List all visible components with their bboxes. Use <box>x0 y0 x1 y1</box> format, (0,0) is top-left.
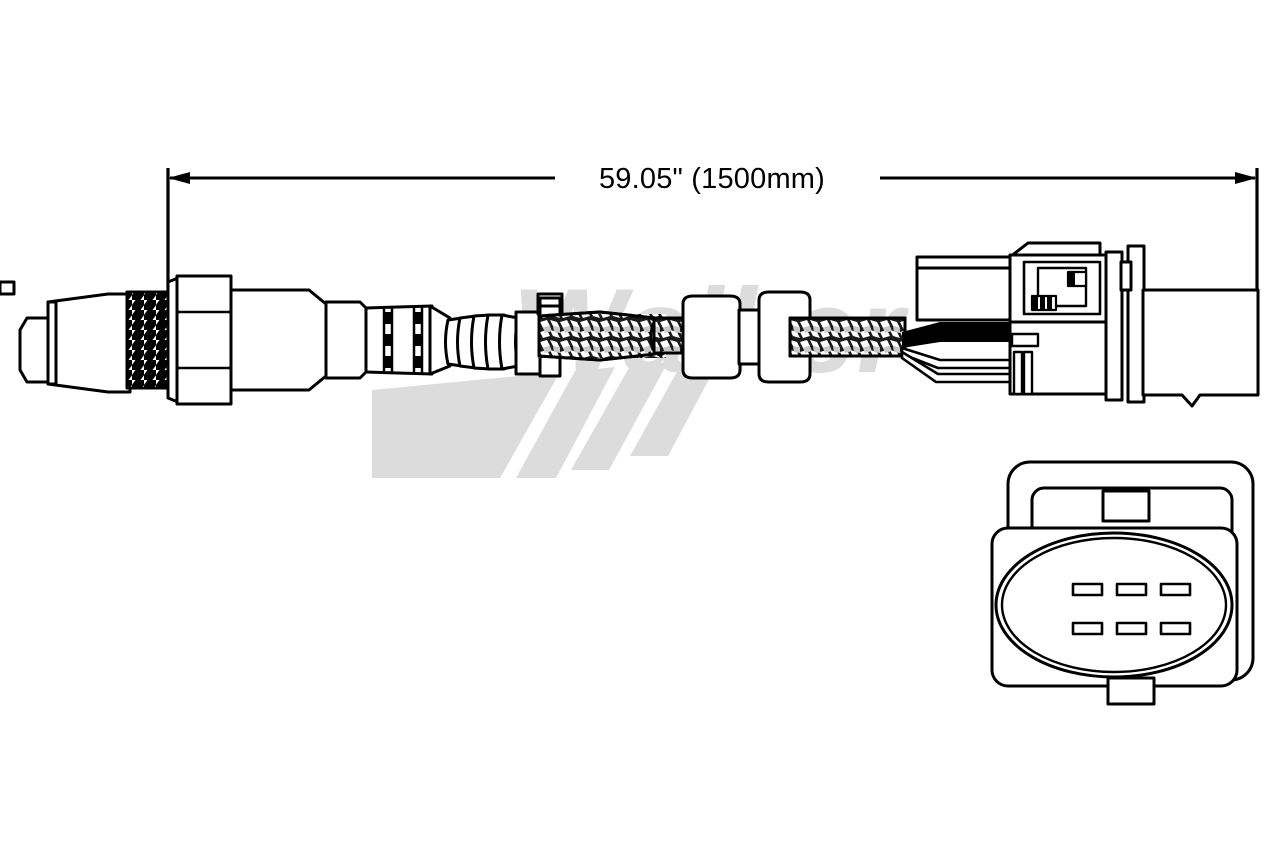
pin-slot-3 <box>1159 582 1192 597</box>
sensor-body-step <box>324 300 370 380</box>
lead-wire-black <box>902 322 1010 348</box>
connector-pin-slots <box>1071 582 1192 636</box>
sensor-crimp-ferrule <box>364 304 434 376</box>
dimension-line-group <box>166 168 1259 290</box>
sensor-braid-sleeve-3 <box>788 316 907 358</box>
pin-slot-5 <box>1115 621 1148 636</box>
pin-slot-1 <box>1071 582 1104 597</box>
connector-face-detail <box>990 460 1255 706</box>
connector-flange <box>1104 244 1146 404</box>
sensor-tip-shield <box>46 292 132 394</box>
pin-slot-4 <box>1071 621 1104 636</box>
pin-slot-2 <box>1115 582 1148 597</box>
sensor-corrugated-boot <box>444 313 520 371</box>
pin-slot-6 <box>1159 621 1192 636</box>
dimension-label: 59.05" (1500mm) <box>599 163 825 195</box>
connector-keying-tab-top <box>1101 489 1151 523</box>
sensor-main-body <box>229 288 328 392</box>
sensor-hex-nut <box>175 274 233 406</box>
connector-keying-tab-bottom <box>1106 676 1156 706</box>
sensor-braid-sleeve-1 <box>537 310 671 362</box>
connector-housing <box>915 253 1110 396</box>
connector-oval-face-inner <box>1000 536 1228 674</box>
connector-rear-body <box>1141 288 1260 408</box>
sensor-tip-nose <box>18 316 50 384</box>
sensor-tip-shield-edge <box>46 300 58 386</box>
sensor-assembly <box>0 241 1260 408</box>
dimension-arrow-left <box>168 172 190 184</box>
sensor-lead-wires <box>900 322 1012 384</box>
dimension-arrow-right <box>1235 172 1257 184</box>
sensor-threads <box>127 292 171 388</box>
walker-watermark: Walker <box>372 264 910 478</box>
sensor-cable-grommet <box>681 290 812 384</box>
sensor-boot-taper <box>428 304 452 376</box>
